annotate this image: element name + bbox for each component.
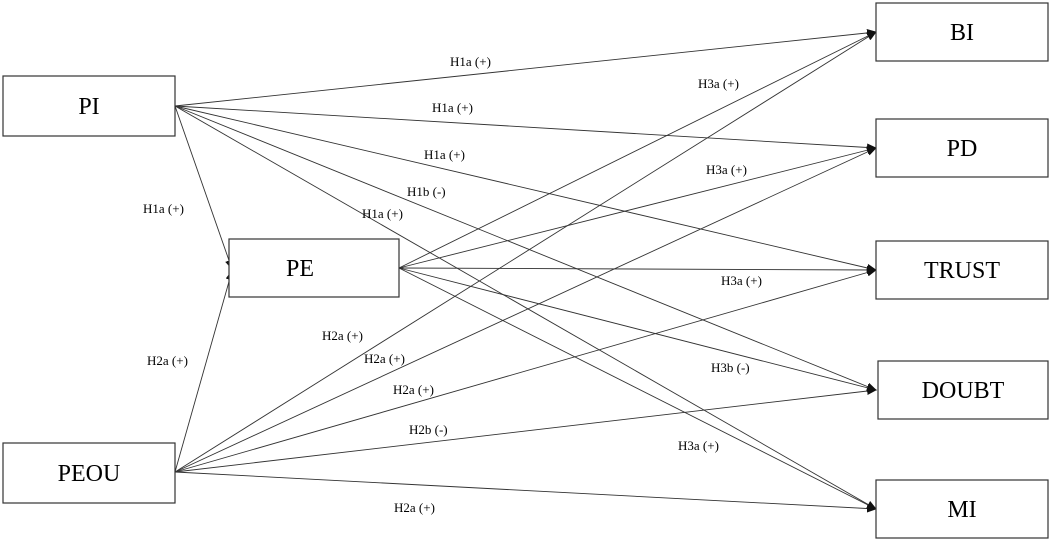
edge-peou-trust: H2a (+) [174,268,877,473]
edge-label-pi-pe: H1a (+) [143,201,184,216]
edge-label-pi-bi: H1a (+) [450,54,491,69]
node-label-pe: PE [286,256,314,282]
node-pd: PD [875,118,1049,178]
node-label-mi: MI [947,497,976,523]
edge-pi-trust: H1a (+) [174,105,877,272]
edge-label-pe-bi: H3a (+) [698,76,739,91]
node-pi: PI [2,75,176,137]
edge-label-pe-mi: H3a (+) [678,438,719,453]
edge-pe-mi: H3a (+) [398,267,877,510]
node-label-trust: TRUST [924,258,1000,284]
edge-label-peou-bi: H2a (+) [322,328,363,343]
node-label-peou: PEOU [58,461,121,487]
edge-pi-bi: H1a (+) [174,28,877,107]
edge-label-pi-mi: H1a (+) [362,206,403,221]
edge-label-pi-pd: H1a (+) [432,100,473,115]
node-pe: PE [228,238,400,298]
node-bi: BI [875,2,1049,62]
edge-pi-doubt: H1b (-) [174,105,877,391]
edge-pi-mi: H1a (+) [174,105,877,510]
edge-label-pi-trust: H1a (+) [424,147,465,162]
edge-label-peou-doubt: H2b (-) [409,422,448,437]
edge-peou-mi: H2a (+) [174,471,877,515]
node-trust: TRUST [875,240,1049,300]
node-label-pd: PD [947,136,978,162]
edge-peou-pe: H2a (+) [147,270,234,473]
edge-peou-pd: H2a (+) [174,147,877,473]
edge-label-pe-trust: H3a (+) [721,273,762,288]
edge-pe-doubt: H3b (-) [398,267,877,392]
node-label-pi: PI [78,94,99,120]
node-doubt: DOUBT [877,360,1049,420]
edge-label-peou-trust: H2a (+) [393,382,434,397]
edge-label-pe-doubt: H3b (-) [711,360,750,375]
edge-peou-bi: H2a (+) [174,31,877,473]
edge-pe-bi: H3a (+) [398,31,877,269]
edge-pi-pe: H1a (+) [143,105,233,270]
edge-label-peou-pe: H2a (+) [147,353,188,368]
edge-label-pe-pd: H3a (+) [706,162,747,177]
edge-label-peou-pd: H2a (+) [364,351,405,366]
node-mi: MI [875,479,1049,539]
edge-label-peou-mi: H2a (+) [394,500,435,515]
node-peou: PEOU [2,442,176,504]
edge-pe-trust: H3a (+) [398,265,877,288]
edge-pi-pd: H1a (+) [174,100,877,152]
edge-label-pi-doubt: H1b (-) [407,184,446,199]
edge-pe-pd: H3a (+) [398,146,877,269]
edge-peou-doubt: H2b (-) [174,387,877,473]
node-label-bi: BI [950,20,974,46]
node-label-doubt: DOUBT [922,378,1005,404]
